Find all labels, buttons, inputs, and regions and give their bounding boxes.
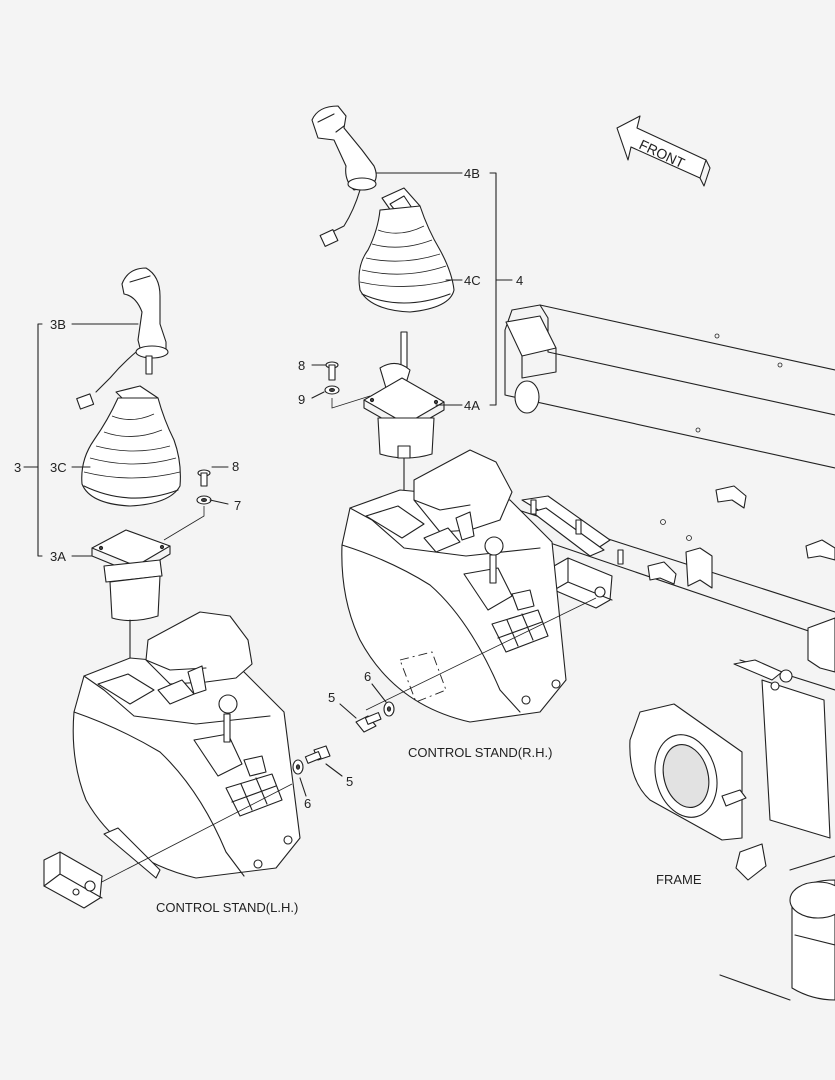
bolt-8-right — [325, 361, 339, 381]
callout-5-right: 5 — [328, 690, 335, 705]
grip-3b — [76, 267, 169, 410]
washer-9-right — [324, 385, 340, 395]
callout-4a: 4A — [464, 398, 480, 413]
control-stand-rh-label: CONTROL STAND(R.H.) — [408, 745, 552, 760]
frame-label: FRAME — [656, 872, 702, 887]
callout-9: 9 — [298, 392, 305, 407]
boot-3c — [81, 385, 181, 507]
callout-8-right: 8 — [298, 358, 305, 373]
valve-4a — [363, 331, 445, 497]
callout-4: 4 — [516, 273, 523, 288]
control-stand-lh — [72, 611, 301, 879]
boot-4c — [358, 187, 455, 313]
bolt-8-left — [197, 469, 211, 487]
callout-3c: 3C — [50, 460, 67, 475]
callout-3b: 3B — [50, 317, 66, 332]
bolt-5-left — [304, 745, 331, 764]
callout-6-right: 6 — [364, 669, 371, 684]
bracket-block-lh — [43, 851, 103, 909]
washer-6-right — [383, 701, 395, 717]
callout-8-left: 8 — [232, 459, 239, 474]
callout-4b: 4B — [464, 166, 480, 181]
bolt-5-right — [355, 712, 382, 733]
washer-6-left — [292, 759, 304, 775]
callout-5-left: 5 — [346, 774, 353, 789]
control-stand-lh-label: CONTROL STAND(L.H.) — [156, 900, 298, 915]
callout-4c: 4C — [464, 273, 481, 288]
control-stand-rh — [341, 449, 567, 723]
callout-7: 7 — [234, 498, 241, 513]
callout-6-left: 6 — [304, 796, 311, 811]
callouts-left: 3 3B 3C 3A 8 7 — [14, 317, 241, 564]
callout-3: 3 — [14, 460, 21, 475]
valve-3a — [91, 529, 171, 691]
grip-4b — [311, 105, 377, 247]
callout-3a: 3A — [50, 549, 66, 564]
frame-assembly: FRAME — [504, 304, 835, 1001]
callouts-right: 4 4B 4C 4A 8 9 5 6 6 5 — [298, 166, 523, 811]
washer-7-left — [196, 495, 212, 505]
front-arrow: FRONT — [616, 115, 711, 187]
